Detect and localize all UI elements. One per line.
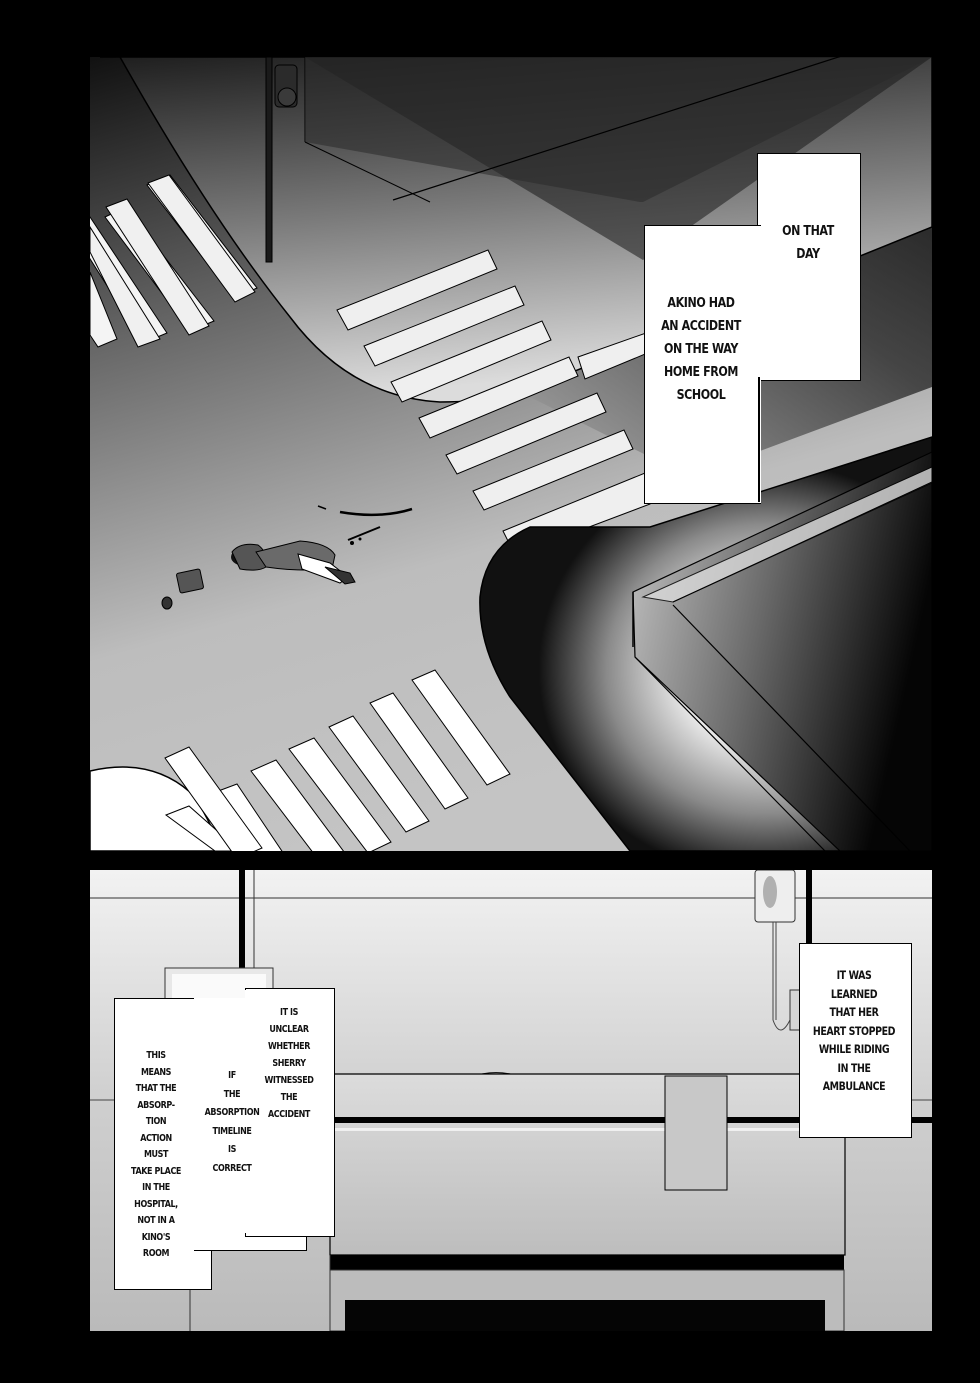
caption-heart-stopped: IT WAS LEARNED THAT HER HEART STOPPED WH… [812,968,896,1093]
caption-box-heart-stopped [799,943,912,1138]
caption-if-timeline: IF THE ABSORPTION TIMELINE IS CORRECT [204,1070,260,1174]
panel-hospital: THIS MEANS THAT THE ABSORP- TION ACTION … [90,870,932,1331]
traffic-pole [265,57,273,263]
caption-box-on-that-day [757,153,861,381]
bed-clipboard [664,1075,728,1191]
school-bag [176,568,204,594]
caption-on-that-day: ON THAT DAY [782,223,834,262]
panel-intersection: ON THAT DAY AKINO HAD AN ACCIDENT ON THE… [90,57,932,851]
accident-victim [161,505,413,610]
caption-box-akino-accident [644,225,761,504]
hospital-bed [329,1073,846,1256]
caption-this-means: THIS MEANS THAT THE ABSORP- TION ACTION … [131,1050,181,1259]
shoe [161,596,173,610]
caption-akino-accident: AKINO HAD AN ACCIDENT ON THE WAY HOME FR… [661,295,741,403]
caption-unclear-sherry: IT IS UNCLEAR WHETHER SHERRY WITNESSED T… [264,1007,314,1120]
